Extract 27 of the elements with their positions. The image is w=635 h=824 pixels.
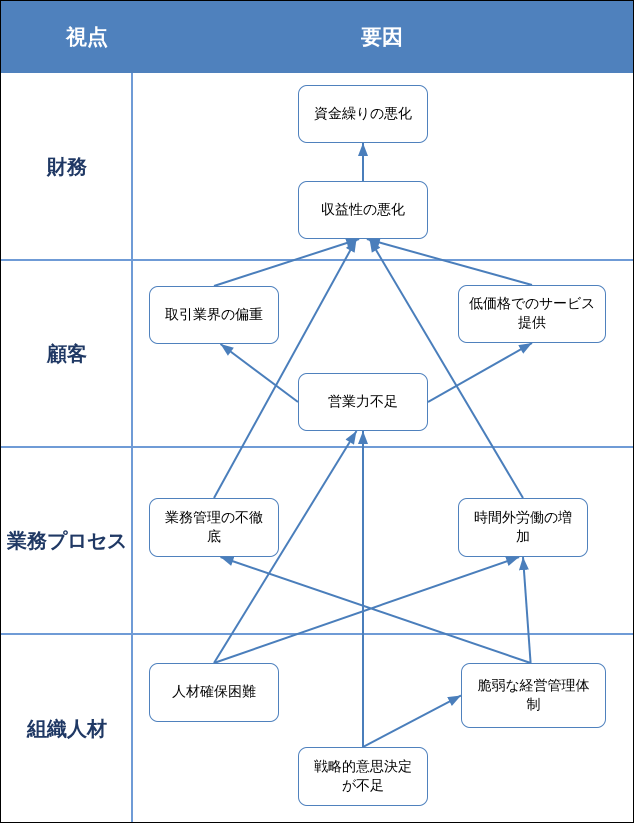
factor-box: 業務管理の不徹底 [149,498,279,557]
arrow [518,556,532,664]
arrow [428,342,532,403]
factor-box: 人材確保困難 [149,663,279,722]
factor-box: 時間外労働の増加 [458,498,588,557]
arrow [362,694,462,748]
factor-box: 営業力不足 [298,373,428,431]
factor-box: 戦略的意思決定が不足 [298,747,428,806]
factor-box: 収益性の悪化 [298,181,428,239]
arrow [368,238,524,498]
arrow [214,238,360,287]
arrow [213,430,358,664]
factor-box: 取引業界の偏重 [149,286,279,344]
row-label: 財務 [47,154,87,180]
arrow [220,343,299,403]
row-label: 組織人材 [27,716,107,742]
factor-box: 脆弱な経営管理体制 [461,663,606,728]
arrow [358,143,368,181]
row-label: 顧客 [47,340,87,368]
factor-box: 低価格でのサービス提供 [458,285,606,343]
row-label: 業務プロセス [7,528,127,554]
arrow [358,431,368,747]
column-header: 要因 [361,24,403,51]
arrow [213,238,358,498]
arrow [366,238,532,286]
column-header: 視点 [66,24,108,51]
factor-box: 資金繰りの悪化 [298,85,428,143]
